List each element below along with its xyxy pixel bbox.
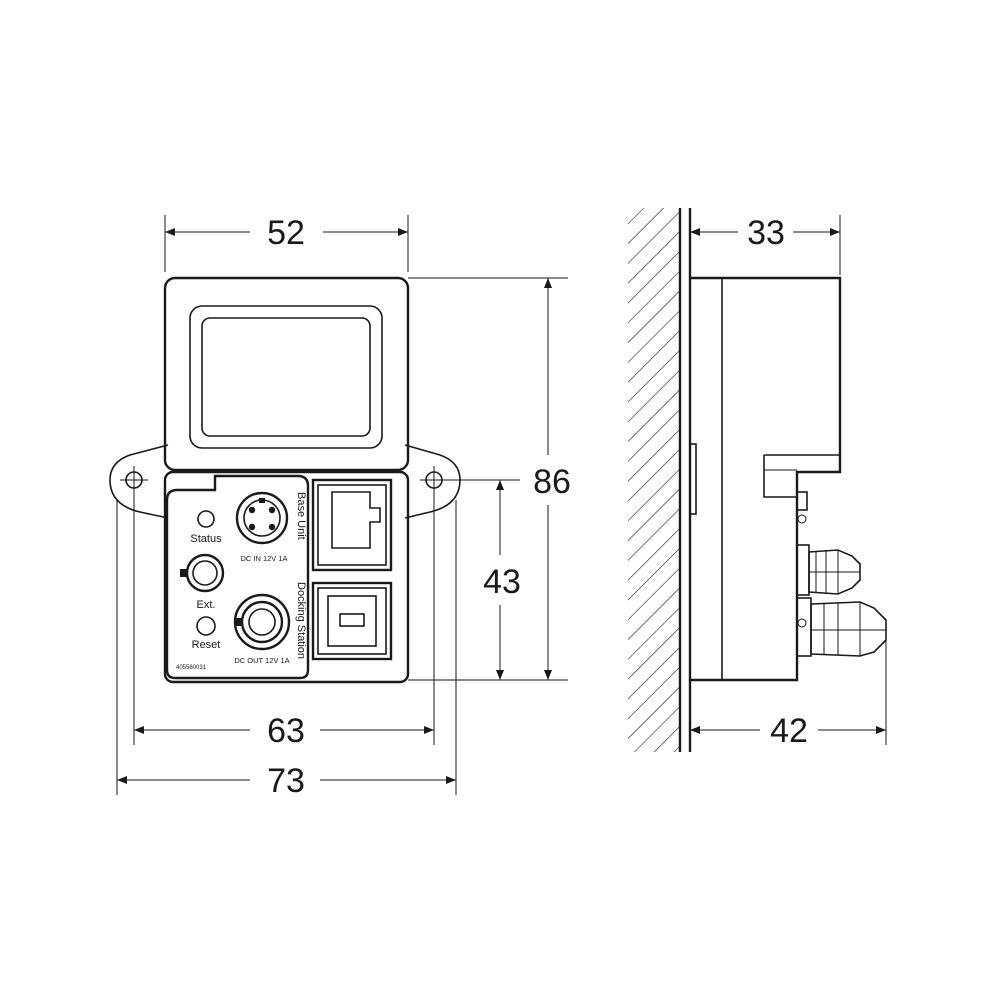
- dim-52: 52: [267, 214, 305, 252]
- dc-in-label: DC IN 12V 1A: [240, 554, 287, 563]
- part-number: 405560031: [176, 665, 207, 671]
- dim-63: 63: [267, 712, 305, 750]
- upper-cable-connector: [796, 544, 861, 596]
- reset-label: Reset: [192, 639, 221, 651]
- front-dimensions: 52 86 43 63 73: [116, 214, 571, 800]
- base-unit-port: [311, 478, 393, 572]
- docking-station-label: Docking Station: [295, 582, 307, 659]
- lower-cable-connector: [796, 597, 887, 657]
- base-unit-label: Base Unit: [295, 492, 307, 540]
- ext-label: Ext.: [197, 599, 216, 611]
- dc-in-connector: [235, 491, 289, 545]
- dim-42: 42: [770, 712, 808, 750]
- status-label: Status: [190, 533, 222, 545]
- display-window-inner: [201, 317, 371, 437]
- front-view: Status Ext. Reset DC IN 12V 1A DC OUT 12…: [109, 276, 461, 684]
- display-module: [163, 276, 410, 472]
- side-housing: [690, 276, 842, 682]
- side-view: [628, 208, 887, 752]
- reset-button: [196, 616, 216, 636]
- dim-43: 43: [483, 563, 521, 601]
- wall-hatching: [628, 208, 680, 752]
- connector-panel: [165, 474, 310, 680]
- dim-86: 86: [533, 463, 571, 501]
- status-led: [197, 510, 215, 528]
- dc-out-label: DC OUT 12V 1A: [234, 656, 289, 665]
- side-dimensions: 33 42: [690, 214, 887, 750]
- main-housing: [163, 470, 410, 684]
- display-window-outer: [189, 305, 383, 449]
- docking-station-port: [311, 581, 393, 661]
- dim-33: 33: [747, 214, 785, 252]
- dim-73: 73: [267, 762, 305, 800]
